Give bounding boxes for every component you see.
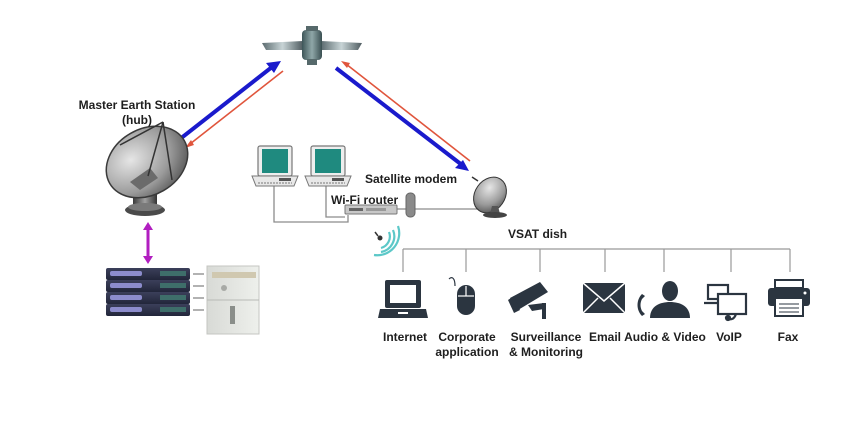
service-label-internet: Internet — [383, 330, 427, 345]
vsat-downlink-arrow — [334, 66, 469, 171]
service-label-voip: VoIP — [716, 330, 742, 345]
service-label-line1: VoIP — [716, 330, 742, 344]
service-label-line2: application — [435, 345, 499, 359]
modem-label: Satellite modem — [365, 172, 458, 186]
voip-computers-icon — [704, 283, 748, 322]
service-label-corporate: Corporate application — [435, 330, 498, 360]
service-label-line1: Email — [588, 330, 622, 344]
service-label-surveillance: Surveillance & Monitoring — [509, 330, 583, 360]
laptop-icon — [378, 280, 428, 318]
hub-label: Master Earth Station (hub) — [79, 98, 196, 128]
service-label-line1: Audio & Video — [624, 330, 706, 344]
satellite-icon — [262, 26, 362, 65]
vsat-uplink-arrow — [341, 61, 471, 162]
vsat-dish-icon — [471, 176, 507, 218]
workstation-laptop-2 — [304, 145, 352, 187]
lan-cables — [273, 182, 480, 223]
hub-label-line1: Master Earth Station — [78, 98, 196, 112]
service-label-line1: Surveillance — [510, 330, 582, 344]
hub-uplink-arrow — [178, 61, 281, 141]
service-label-fax: Fax — [778, 330, 799, 345]
envelope-icon — [582, 282, 626, 314]
mouse-icon — [448, 277, 475, 315]
router-label: Wi-Fi router — [331, 193, 399, 207]
service-label-email: Email — [589, 330, 621, 345]
hub-dish-icon — [105, 121, 189, 216]
phone-user-icon — [637, 281, 690, 318]
service-label-line1: Fax — [777, 330, 799, 344]
workstation-laptop-1 — [251, 145, 299, 187]
services-tree — [402, 248, 791, 272]
network-cabinet-icon — [206, 265, 260, 335]
cctv-camera-icon — [508, 282, 548, 319]
hub-server-link-arrow — [143, 222, 153, 264]
hub-label-line2: (hub) — [122, 113, 152, 127]
server-rack-icon — [106, 268, 204, 316]
wifi-signal-icon — [373, 225, 401, 257]
satellite-modem-icon — [405, 192, 416, 218]
printer-icon — [768, 279, 810, 317]
service-label-line1: Corporate — [438, 330, 496, 344]
vsat-label: VSAT dish — [508, 227, 568, 241]
service-label-line2: & Monitoring — [509, 345, 583, 359]
service-label-audio-video: Audio & Video — [624, 330, 706, 345]
service-label-line1: Internet — [382, 330, 428, 344]
hub-downlink-arrow — [185, 70, 284, 148]
wifi-router-icon — [344, 204, 398, 215]
